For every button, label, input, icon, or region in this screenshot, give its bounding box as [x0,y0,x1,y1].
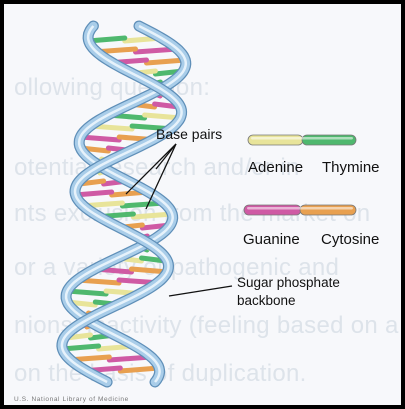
legend-bar-shine [247,207,353,210]
legend-bar-segment [248,135,303,145]
base-pair-segment [133,214,172,217]
base-pair-segment [120,368,159,371]
legend-bar-shine [251,137,353,140]
legend-bar-guanine-cytosine [244,205,356,215]
legend-bar-segment [300,205,356,215]
sugar-phosphate-backbone-label: Sugar phosphate backbone [237,274,340,310]
diagram-panel: ollowing question: otential research and… [4,4,401,405]
legend-bar-adenine-thymine [248,135,356,145]
sugar-phosphate-label-line-2: backbone [237,292,340,310]
label-pointer-line [169,286,232,296]
legend-bar-segment [244,205,301,215]
credit-text: U.S. National Library of Medicine [14,396,129,403]
label-pointer-lines [126,144,232,296]
legend-thymine-label: Thymine [322,159,380,176]
sugar-phosphate-label-line-1: Sugar phosphate [237,274,340,292]
base-pair-segment [147,60,186,63]
base-pairs-label: Base pairs [156,126,222,142]
legend-bar-segment [302,135,356,145]
legend-adenine-label: Adenine [248,159,303,176]
legend-guanine-label: Guanine [243,231,300,248]
legend-cytosine-label: Cytosine [321,231,379,248]
dna-double-helix [4,4,401,405]
